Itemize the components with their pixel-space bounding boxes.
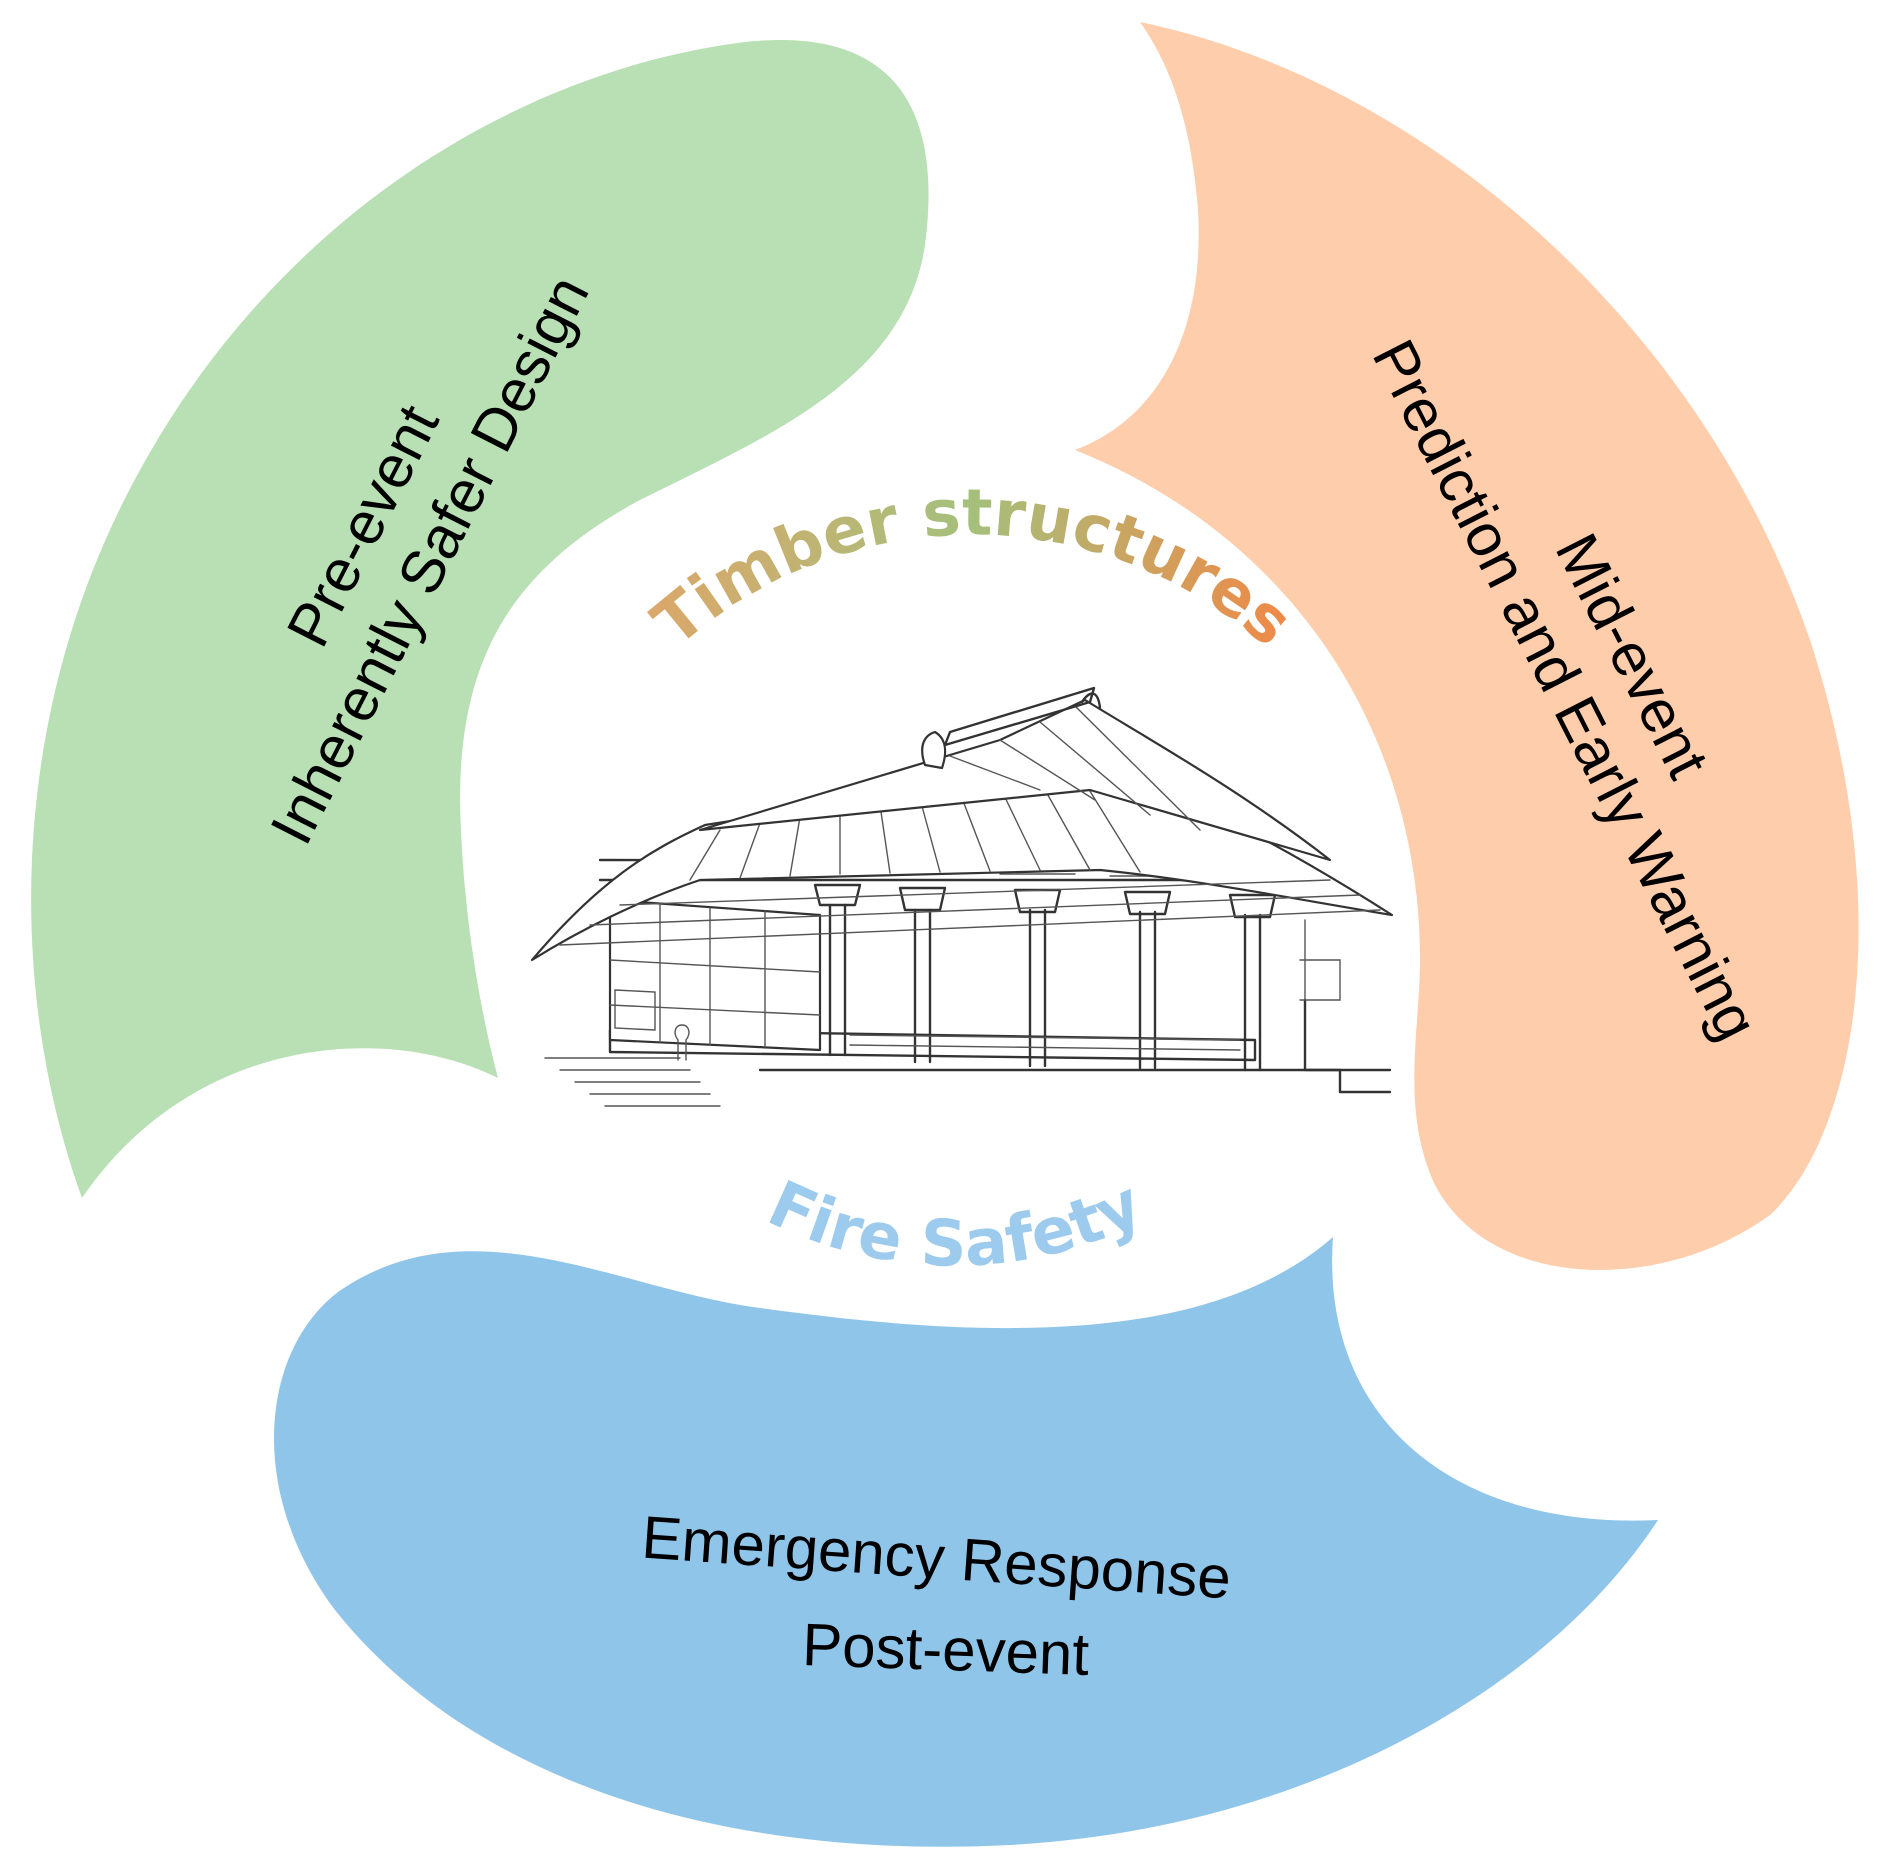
segment-post-event (274, 1237, 1658, 1847)
segment-pre-event (31, 39, 929, 1198)
center-subtitle-path: Fire Safety (758, 1167, 1153, 1282)
label-post-event-line2: Post-event (801, 1611, 1090, 1688)
timber-temple-drawing-icon (530, 686, 1394, 1107)
segment-mid-event (1075, 22, 1859, 1270)
center-subtitle: Fire Safety (758, 1167, 1153, 1282)
